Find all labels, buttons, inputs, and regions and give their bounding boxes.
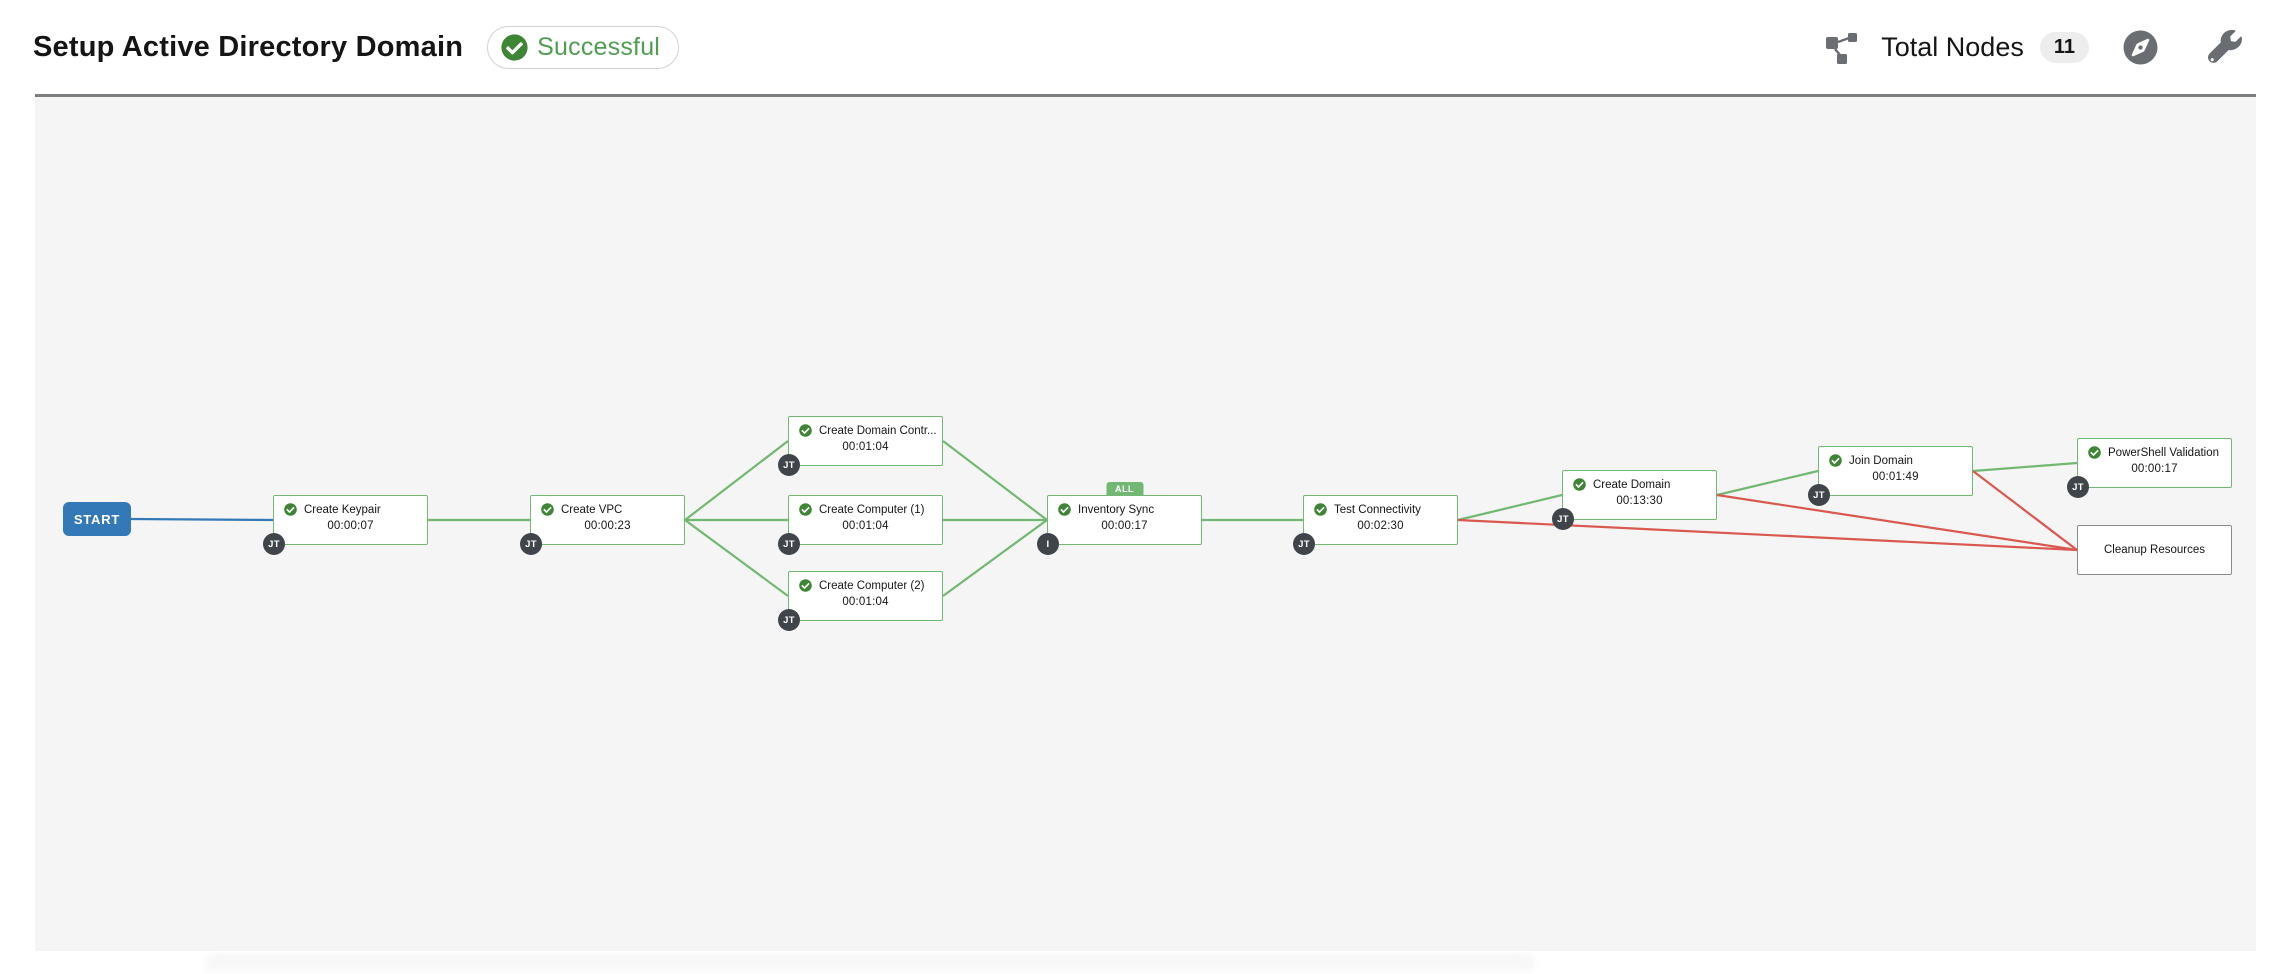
header-toolbar: Total Nodes 11 xyxy=(1823,30,2242,65)
node-title: Create Keypair xyxy=(274,496,427,516)
edge-create-domain-to-join-domain xyxy=(1716,469,1819,497)
node-elapsed-time: 00:00:17 xyxy=(1101,520,1148,532)
node-type-badge: JT xyxy=(1552,508,1574,530)
total-nodes-count: 11 xyxy=(2039,31,2089,63)
edge-join-domain-to-powershell-validation xyxy=(1972,461,2078,473)
node-elapsed-time: 00:01:49 xyxy=(1872,471,1919,483)
status-badge: Successful xyxy=(487,25,680,69)
edge-create-vpc-to-create-domain-controller xyxy=(684,440,789,521)
workflow-node-cleanup-resources[interactable]: Cleanup Resources xyxy=(2077,525,2232,575)
node-label: PowerShell Validation xyxy=(2108,446,2220,459)
status-label: Successful xyxy=(537,32,661,61)
node-type-badge: JT xyxy=(1293,533,1315,555)
node-title: PowerShell Validation xyxy=(2078,439,2231,459)
node-type-badge: JT xyxy=(520,533,542,555)
node-type-badge: JT xyxy=(263,533,285,555)
edge-test-connectivity-to-create-domain xyxy=(1457,493,1563,522)
node-success-icon xyxy=(284,503,297,516)
wrench-icon[interactable] xyxy=(2208,30,2242,64)
node-success-icon xyxy=(799,503,812,516)
node-title: Inventory Sync xyxy=(1048,496,1201,516)
page-header: Setup Active Directory Domain Successful… xyxy=(0,0,2290,94)
node-label: Create Domain Contr... xyxy=(819,424,937,437)
node-label: Create Computer (2) xyxy=(819,579,925,592)
node-elapsed-time: 00:13:30 xyxy=(1616,495,1663,507)
node-success-icon xyxy=(1314,503,1327,516)
node-success-icon xyxy=(541,503,554,516)
node-success-icon xyxy=(799,579,812,592)
node-type-badge: JT xyxy=(2067,476,2089,498)
node-success-icon xyxy=(1829,454,1842,467)
node-elapsed-time: 00:00:07 xyxy=(327,520,374,532)
node-title: Join Domain xyxy=(1819,447,1972,467)
total-nodes-label: Total Nodes xyxy=(1881,31,2024,62)
compass-icon[interactable] xyxy=(2123,30,2158,65)
node-elapsed-time: 00:01:04 xyxy=(842,441,889,453)
node-label: Cleanup Resources xyxy=(2103,544,2205,556)
edge-create-vpc-to-create-computer-2 xyxy=(684,519,789,597)
start-node[interactable]: START xyxy=(63,502,131,536)
node-title: Create Domain xyxy=(1563,471,1716,491)
node-type-badge: I xyxy=(1037,533,1059,555)
node-label: Create Keypair xyxy=(304,503,381,516)
convergence-badge: ALL xyxy=(1106,482,1143,496)
node-title: Test Connectivity xyxy=(1304,496,1457,516)
node-success-icon xyxy=(1058,503,1071,516)
node-title: Create Computer (1) xyxy=(789,496,942,516)
node-success-icon xyxy=(1573,478,1586,491)
node-label: Join Domain xyxy=(1849,454,1913,467)
sitemap-icon xyxy=(1823,30,1859,64)
node-title: Create Computer (2) xyxy=(789,572,942,592)
node-success-icon xyxy=(2088,446,2101,459)
node-label: Inventory Sync xyxy=(1078,503,1155,516)
edge-create-computer-2-to-inventory-sync xyxy=(942,519,1048,597)
node-label: Test Connectivity xyxy=(1334,503,1421,516)
node-success-icon xyxy=(799,424,812,437)
node-type-badge: JT xyxy=(1808,484,1830,506)
node-elapsed-time: 00:00:23 xyxy=(584,520,631,532)
node-elapsed-time: 00:02:30 xyxy=(1357,520,1404,532)
edge-join-domain-to-cleanup-resources xyxy=(1972,470,2078,551)
node-title: Create Domain Contr... xyxy=(789,417,942,437)
edge-create-domain-controller-to-inventory-sync xyxy=(942,440,1048,521)
node-label: Create Domain xyxy=(1593,478,1671,491)
edge-start-to-create-keypair xyxy=(130,517,274,522)
node-label: Create VPC xyxy=(561,503,623,516)
node-title: Cleanup Resources xyxy=(2078,526,2231,574)
node-label: Create Computer (1) xyxy=(819,503,925,516)
node-elapsed-time: 00:01:04 xyxy=(842,520,889,532)
node-type-badge: JT xyxy=(778,454,800,476)
success-check-icon xyxy=(501,33,528,61)
page-title: Setup Active Directory Domain xyxy=(33,30,464,63)
canvas-bottom-fade xyxy=(205,953,1535,971)
node-title: Create VPC xyxy=(531,496,684,516)
node-elapsed-time: 00:01:04 xyxy=(842,596,889,608)
edge-create-domain-to-cleanup-resources xyxy=(1716,493,2078,552)
node-elapsed-time: 00:00:17 xyxy=(2131,463,2178,475)
node-type-badge: JT xyxy=(778,609,800,631)
node-type-badge: JT xyxy=(778,533,800,555)
